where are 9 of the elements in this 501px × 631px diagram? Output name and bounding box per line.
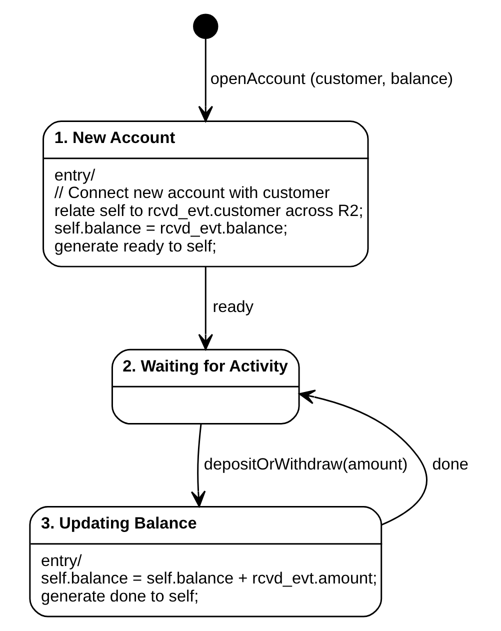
- edge-label: openAccount (customer, balance): [210, 70, 454, 88]
- edge-label: depositOrWithdraw(amount): [204, 455, 408, 474]
- arrow: [190, 424, 206, 508]
- arrow: [198, 266, 214, 350]
- arrow: [298, 390, 428, 526]
- edge-label: done: [432, 455, 468, 474]
- arrow: [198, 38, 214, 122]
- node-circle: [193, 14, 218, 39]
- edge-label: ready: [212, 298, 254, 316]
